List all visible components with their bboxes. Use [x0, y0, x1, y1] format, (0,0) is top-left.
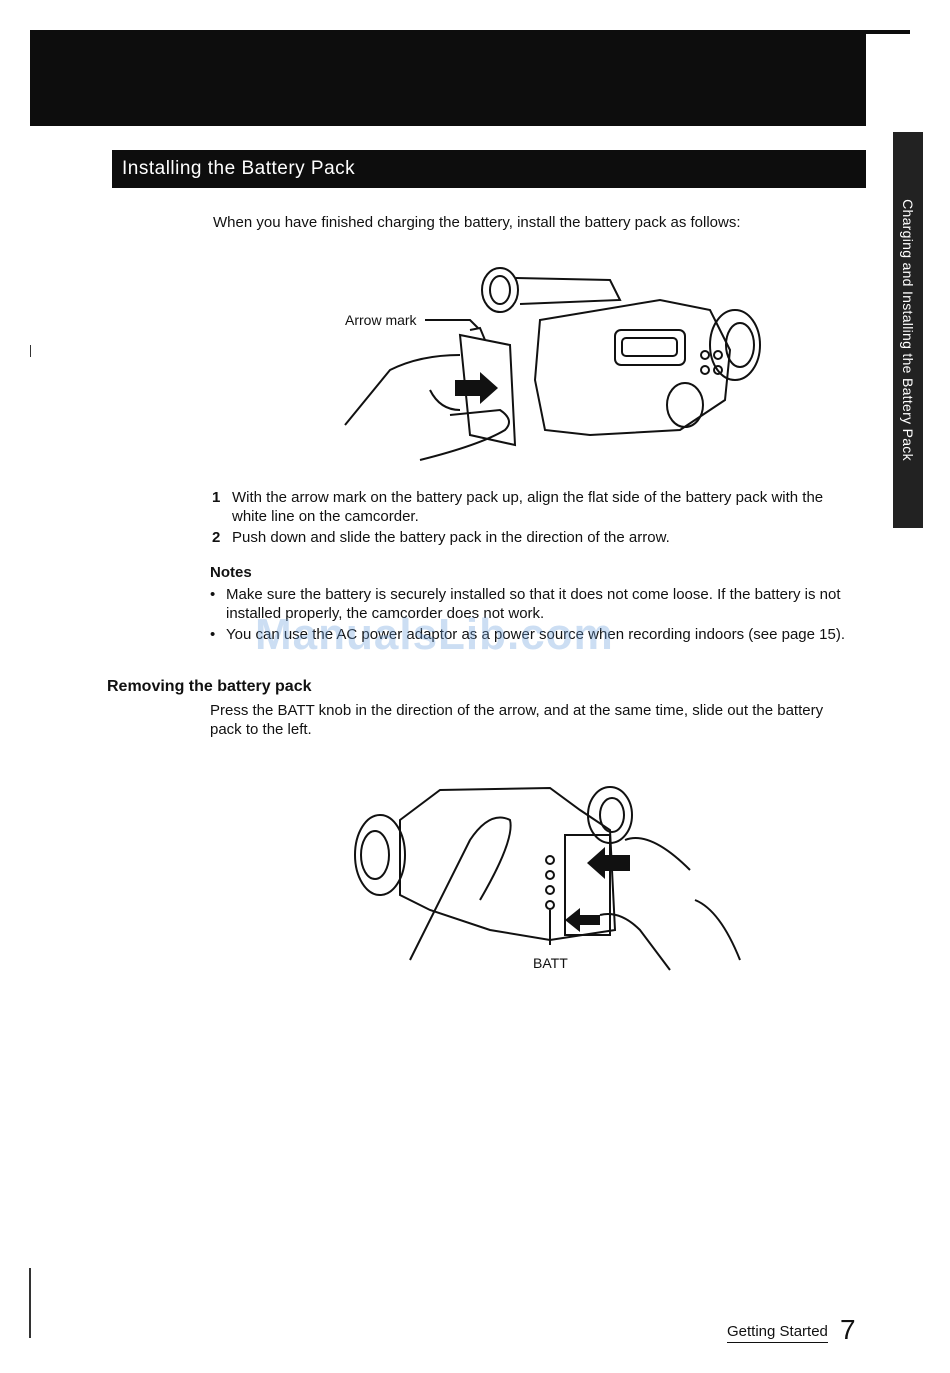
header-band-tail	[866, 30, 910, 34]
intro-text: When you have finished charging the batt…	[213, 214, 741, 231]
section-title: Installing the Battery Pack	[112, 150, 866, 188]
batt-callout: BATT	[533, 955, 568, 971]
side-tab-label: Charging and Installing the Battery Pack	[900, 199, 916, 461]
bullet-icon: •	[210, 626, 216, 643]
arrow-mark-callout: Arrow mark	[345, 312, 417, 328]
side-tab: Charging and Installing the Battery Pack	[893, 132, 923, 528]
watermark: ManualsLib.com	[255, 610, 614, 659]
bullet-icon: •	[210, 586, 216, 603]
step-number: 1	[212, 489, 221, 506]
notes-list: • Make sure the battery is securely inst…	[210, 585, 860, 646]
battery-remove-illustration	[354, 786, 741, 971]
note-item: • Make sure the battery is securely inst…	[210, 585, 860, 623]
margin-tick	[30, 345, 31, 357]
battery-install-illustration	[344, 267, 761, 461]
removing-heading: Removing the battery pack	[107, 678, 312, 695]
step-item: 2 Push down and slide the battery pack i…	[212, 528, 862, 547]
step-text: With the arrow mark on the battery pack …	[232, 489, 824, 525]
steps-list: 1 With the arrow mark on the battery pac…	[212, 488, 862, 549]
step-number: 2	[212, 529, 221, 546]
note-text: You can use the AC power adaptor as a po…	[226, 626, 845, 643]
removing-text: Press the BATT knob in the direction of …	[210, 702, 824, 738]
step-text: Push down and slide the battery pack in …	[232, 529, 670, 546]
page-number: 7	[840, 1314, 856, 1345]
notes-heading: Notes	[210, 564, 252, 581]
note-text: Make sure the battery is securely instal…	[226, 586, 841, 622]
header-band	[30, 30, 866, 126]
footer-section-label: Getting Started	[727, 1322, 828, 1343]
note-item: • You can use the AC power adaptor as a …	[210, 625, 860, 644]
margin-mark	[29, 1268, 31, 1338]
step-item: 1 With the arrow mark on the battery pac…	[212, 488, 862, 526]
